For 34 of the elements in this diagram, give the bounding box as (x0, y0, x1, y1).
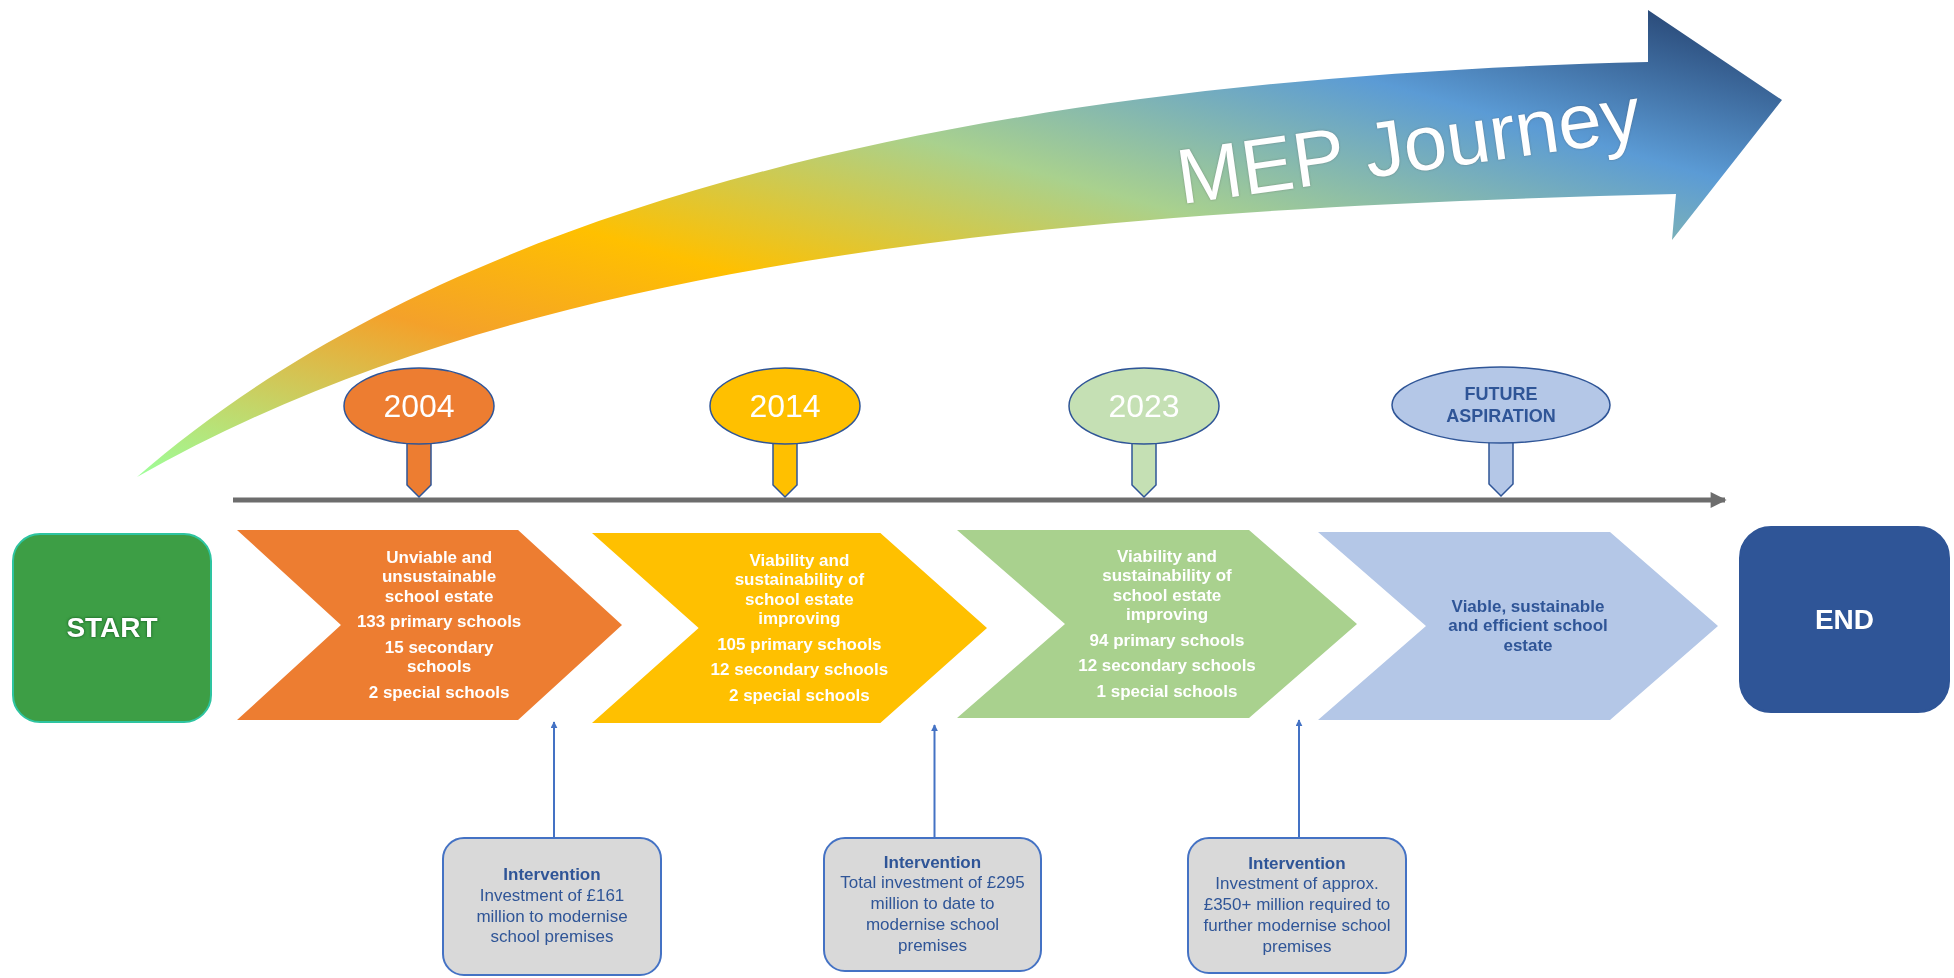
step-text: Viable, sustainable and efficient school estate (1447, 596, 1609, 656)
end-box (1739, 526, 1950, 713)
step-text: 2 special schools (368, 682, 510, 703)
intervention-heading: Intervention (883, 852, 982, 874)
intervention-heading: Intervention (1248, 853, 1346, 875)
title: MEP Journey (1170, 67, 1646, 224)
step-text: 2 special schools (728, 685, 870, 706)
step-text: Viability and sustainability of school estate improving (733, 550, 866, 629)
start-box (12, 533, 212, 723)
year-label: 2023 (1108, 387, 1180, 426)
step-text: Unviable and unsustainable school estate (380, 547, 498, 607)
step-text: 133 primary schools (356, 612, 522, 632)
step-text: 12 secondary schools (1078, 656, 1256, 676)
intervention-box (1187, 837, 1407, 974)
intervention-box (442, 837, 662, 976)
step-text: 94 primary schools (1089, 630, 1245, 651)
start-label: START (66, 612, 158, 644)
step-text: 12 secondary schools (710, 660, 889, 680)
step-text: Viability and sustainability of school estate improving (1101, 546, 1233, 625)
step-text: 15 secondary schools (383, 637, 495, 677)
intervention-text: Total investment of £295 million to date to modernise school premises (839, 873, 1026, 957)
step-text: 1 special schools (1096, 681, 1238, 702)
intervention-box (823, 837, 1042, 972)
year-label: FUTURE ASPIRATION (1445, 382, 1557, 428)
step-text: 105 primary schools (717, 634, 882, 655)
intervention-text: Investment of approx. £350+ million required to further modernise school premises (1202, 874, 1392, 958)
arrow (931, 724, 938, 838)
end-label: END (1814, 603, 1875, 636)
intervention-text: Investment of £161 million to modernise school premises (475, 885, 629, 948)
intervention-heading: Intervention (503, 865, 601, 886)
arrow (1295, 719, 1303, 838)
year-label: 2004 (383, 387, 455, 426)
arrow (550, 721, 558, 838)
year-label: 2014 (749, 387, 821, 426)
